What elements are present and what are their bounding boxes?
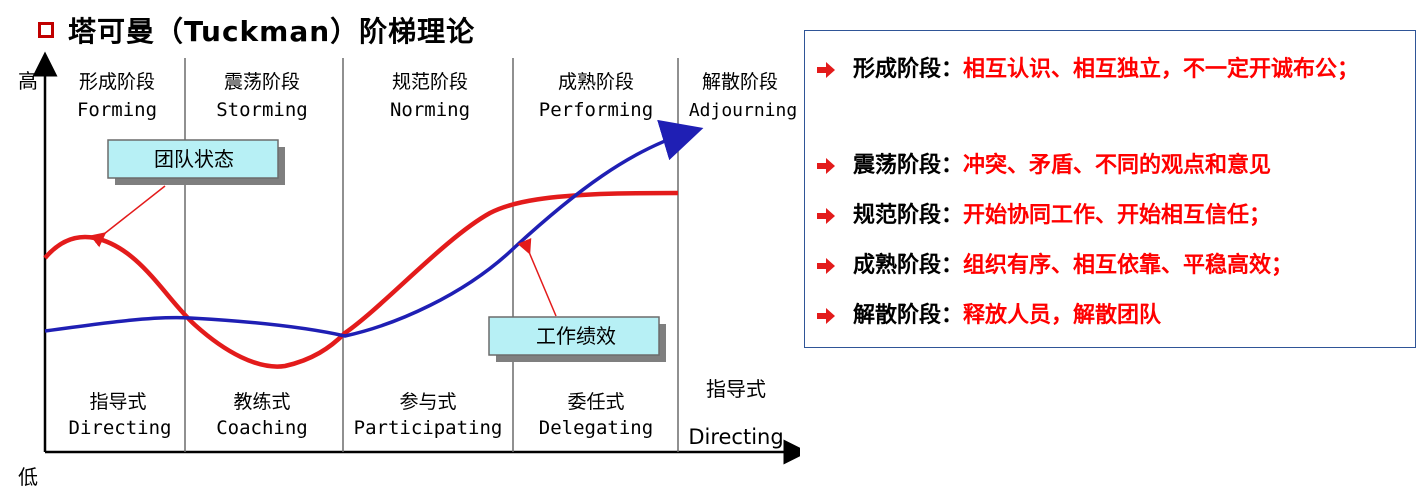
stage-description-panel: 形成阶段：相互认识、相互独立，不一定开诚布公； 震荡阶段：冲突、矛盾、不同的观点… [804, 30, 1416, 348]
style-label-directing-en: Directing [69, 417, 172, 439]
square-bullet-icon [38, 22, 54, 38]
stage-label-performing-cn: 成熟阶段 [558, 71, 634, 93]
title-bar: 塔可曼（Tuckman）阶梯理论 [38, 10, 475, 50]
arrow-bullet-icon [817, 291, 853, 341]
work-performance-pointer [517, 238, 557, 317]
legend-item-norming: 规范阶段：开始协同工作、开始相互信任； [817, 191, 1403, 241]
style-label-coaching-en: Coaching [216, 417, 308, 439]
legend-item-forming: 形成阶段：相互认识、相互独立，不一定开诚布公； [817, 45, 1403, 95]
style-label-adjourning-en: Directing [688, 425, 783, 449]
style-label-coaching-cn: 教练式 [233, 391, 290, 413]
style-label-delegating-en: Delegating [539, 417, 653, 439]
legend-stage-description: 组织有序、相互依靠、平稳高效； [963, 253, 1294, 278]
axis-low-label: 低 [18, 465, 38, 489]
legend-stage-label: 形成阶段： [853, 57, 964, 82]
stage-label-storming-en: Storming [216, 99, 308, 121]
style-label-adjourning-cn: 指导式 [706, 377, 766, 401]
legend-stage-description: 释放人员，解散团队 [963, 303, 1162, 328]
team-state-curve [43, 190, 679, 369]
stage-label-adjourning-en: Adjourning [689, 100, 797, 121]
style-label-participating-cn: 参与式 [399, 391, 456, 413]
legend-stage-description: 冲突、矛盾、不同的观点和意见 [963, 153, 1272, 178]
arrow-bullet-icon [817, 241, 853, 291]
legend-stage-description: 相互认识、相互独立，不一定开诚布公； [963, 57, 1360, 82]
arrow-bullet-icon [817, 141, 853, 191]
work-performance-curve [44, 119, 704, 338]
legend-stage-description: 开始协同工作、开始相互信任； [963, 203, 1272, 228]
style-label-participating-en: Participating [354, 417, 503, 439]
legend-item-performing: 成熟阶段：组织有序、相互依靠、平稳高效； [817, 241, 1403, 291]
legend-stage-label: 震荡阶段： [853, 153, 964, 178]
legend-item-adjourning: 解散阶段：释放人员，解散团队 [817, 291, 1403, 341]
stage-label-forming-en: Forming [77, 99, 157, 121]
stage-label-storming-cn: 震荡阶段 [224, 71, 300, 93]
work-performance-callout [488, 316, 660, 356]
stage-label-adjourning-cn: 解散阶段 [702, 71, 778, 93]
stage-label-forming-cn: 形成阶段 [79, 71, 155, 93]
legend-stage-label: 规范阶段： [853, 203, 964, 228]
team-state-pointer [89, 185, 166, 248]
axis-high-label: 高 [18, 69, 38, 93]
legend-stage-label: 解散阶段： [853, 303, 964, 328]
legend-stage-label: 成熟阶段： [853, 253, 964, 278]
stage-label-norming-en: Norming [390, 99, 470, 121]
arrow-bullet-icon [817, 45, 853, 95]
stage-label-norming-cn: 规范阶段 [392, 71, 468, 93]
team-state-callout-label: 团队状态 [154, 147, 234, 171]
style-label-delegating-cn: 委任式 [567, 391, 624, 413]
style-label-directing-cn: 指导式 [89, 391, 146, 413]
arrow-bullet-icon [817, 191, 853, 241]
work-performance-callout-label: 工作绩效 [536, 324, 616, 348]
stage-label-performing-en: Performing [539, 99, 653, 121]
team-state-callout [107, 139, 279, 179]
tuckman-diagram: 高 低 形成阶段 Forming 震荡阶段 Storming 规范阶段 Norm… [18, 51, 800, 489]
page-title: 塔可曼（Tuckman）阶梯理论 [68, 15, 476, 48]
legend-item-storming: 震荡阶段：冲突、矛盾、不同的观点和意见 [817, 141, 1403, 191]
